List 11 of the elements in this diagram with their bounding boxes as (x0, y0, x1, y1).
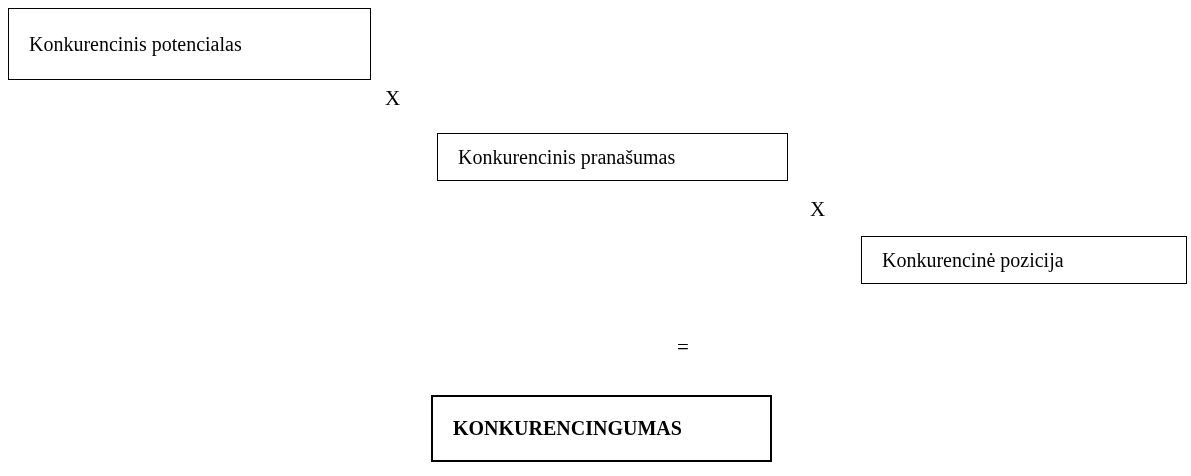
box-label: KONKURENCINGUMAS (453, 417, 682, 440)
box-label: Konkurencinė pozicija (882, 248, 1064, 272)
box-label: Konkurencinis potencialas (29, 32, 242, 56)
operator-symbol: X (385, 88, 401, 109)
box-label: Konkurencinis pranašumas (458, 145, 676, 169)
operator-symbol: = (677, 337, 689, 358)
text-box (8, 8, 371, 80)
operator-symbol: X (810, 199, 826, 220)
text-box (861, 236, 1187, 284)
text-box (431, 395, 772, 462)
text-box (437, 133, 788, 181)
